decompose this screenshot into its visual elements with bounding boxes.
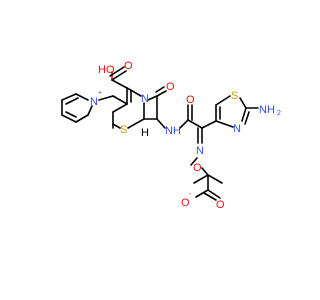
label-o-ketone: O bbox=[166, 81, 175, 93]
label-nh2-sub: 2 bbox=[277, 110, 281, 117]
atom-labels: HO O N + O N S H NH O S N NH 2 N O O - O bbox=[90, 60, 281, 211]
bond-pyr-5 bbox=[75, 114, 89, 123]
bond-cooh-o-dbl-b bbox=[109, 66, 125, 77]
bond-c-cooh bbox=[111, 79, 128, 89]
bond-c3-n bbox=[126, 87, 142, 97]
bond-c8-o-dbl bbox=[155, 86, 165, 93]
bond-coo-o2-dbl bbox=[203, 192, 217, 201]
bond-s-ch2 bbox=[112, 123, 121, 129]
bond-thz-c2-n-dbl bbox=[244, 111, 250, 125]
bond-thz-n-c4 bbox=[215, 120, 234, 128]
bond-thz-c2-n bbox=[241, 107, 247, 122]
label-n-plus-charge: + bbox=[98, 90, 102, 97]
label-s-ring: S bbox=[120, 124, 127, 136]
label-o-oxime: O bbox=[193, 162, 202, 174]
bond-pyr-1-dbl bbox=[65, 97, 79, 105]
bond-c8-o bbox=[156, 90, 167, 97]
bond-coo-o2 bbox=[207, 189, 221, 199]
bond-pyr-4-dbl bbox=[65, 111, 77, 118]
bond-c6-s bbox=[127, 118, 145, 129]
bond-calpha-thz bbox=[201, 120, 217, 129]
label-o-carboxylate-left: O bbox=[181, 197, 190, 209]
bonds bbox=[61, 66, 259, 201]
bond-ch2-npyr bbox=[98, 95, 114, 101]
label-cooh-o: O bbox=[124, 60, 133, 72]
bond-cooh-o-dbl-a bbox=[111, 70, 127, 81]
bond-thz-s-c2 bbox=[239, 97, 247, 109]
bond-thz-c5-s bbox=[215, 95, 231, 106]
bond-coo-o1 bbox=[195, 189, 209, 198]
label-ho: HO bbox=[98, 64, 115, 76]
bond-n-o bbox=[190, 157, 198, 166]
bond-pyr-6 bbox=[87, 105, 93, 116]
bond-n-c8 bbox=[147, 95, 158, 101]
label-o-amide: O bbox=[186, 94, 195, 106]
label-nh2: NH bbox=[259, 104, 275, 116]
bond-cq-me1 bbox=[193, 174, 209, 184]
molecule-structure: HO O N + O N S H NH O S N NH 2 N O O - O bbox=[61, 60, 281, 211]
bond-nh-co bbox=[179, 119, 189, 129]
bond-ch2side bbox=[112, 95, 128, 105]
label-s-thiazole: S bbox=[231, 90, 238, 102]
bond-pyr-2 bbox=[61, 93, 77, 101]
label-h-stereo: H bbox=[141, 127, 149, 139]
bond-co-calpha bbox=[187, 119, 203, 129]
label-n-thiazole: N bbox=[233, 123, 241, 135]
bond-c2-ch2 bbox=[112, 103, 128, 113]
label-n-plus: N bbox=[90, 96, 98, 108]
label-nh-amide: NH bbox=[165, 125, 181, 137]
bond-pyr-1 bbox=[75, 93, 89, 101]
bond-c7-nh bbox=[156, 118, 166, 129]
label-o-minus: - bbox=[189, 191, 192, 198]
label-o-carboxylate-right: O bbox=[216, 199, 225, 211]
bond-o-cq bbox=[201, 167, 209, 176]
bond-cq-me2 bbox=[207, 174, 223, 184]
bond-pyr-4 bbox=[61, 114, 77, 123]
label-n-ring: N bbox=[141, 93, 149, 105]
label-n-oxime: N bbox=[196, 145, 204, 157]
